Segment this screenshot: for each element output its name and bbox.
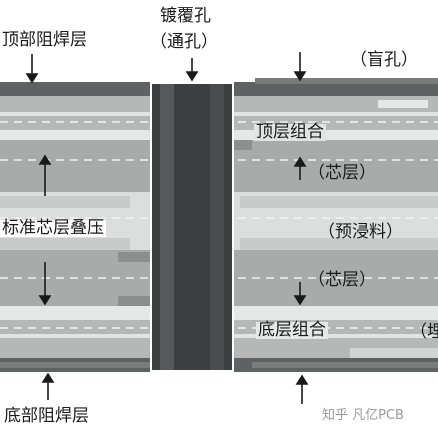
label-top-combo: 顶层组合 bbox=[254, 122, 326, 142]
label-bottom-solder-mask: 底部阻焊层 bbox=[4, 406, 89, 426]
internal-dashes bbox=[0, 121, 438, 329]
label-bottom-partial: （埋 bbox=[410, 322, 438, 342]
label-top-solder-mask: 顶部阻焊层 bbox=[2, 30, 87, 50]
annotation-arrows bbox=[25, 52, 309, 404]
label-plated-hole: 镀覆孔 bbox=[160, 6, 211, 26]
label-core-2: （芯层） bbox=[308, 270, 376, 290]
label-core-1: （芯层） bbox=[308, 163, 376, 183]
watermark: 知乎 凡亿PCB bbox=[322, 408, 404, 423]
label-blind-via: （盲孔） bbox=[350, 50, 418, 70]
label-prepreg: （预浸料） bbox=[318, 222, 403, 242]
label-bottom-combo: 底层组合 bbox=[256, 320, 328, 340]
label-standard-core-lamination: 标准芯层叠压 bbox=[0, 218, 106, 238]
label-through-hole: （通孔） bbox=[150, 32, 218, 52]
